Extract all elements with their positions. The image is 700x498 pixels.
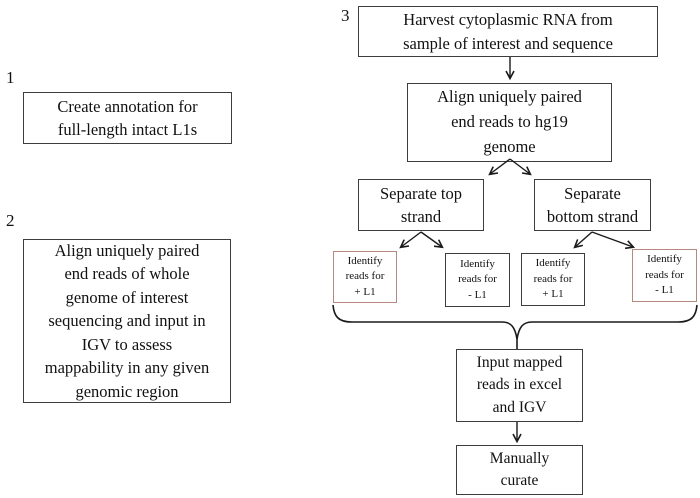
- node-input-mapped-reads: Input mapped reads in excel and IGV: [456, 349, 583, 422]
- step2-number: 2: [6, 211, 15, 230]
- node-align-whole-genome: Align uniquely paired end reads of whole…: [23, 239, 231, 403]
- step3-number: 3: [341, 6, 350, 25]
- node-separate-top-strand: Separate top strand: [358, 179, 484, 231]
- arrow-top-to-plus-l1: [401, 231, 422, 247]
- node-identify-top-minus-l1: Identify reads for - L1: [445, 253, 510, 307]
- arrow-bottom-to-minus-l1: [591, 231, 633, 247]
- underbrace: [332, 304, 698, 340]
- node-separate-bottom-strand: Separate bottom strand: [534, 179, 651, 231]
- node-harvest-rna: Harvest cytoplasmic RNA from sample of i…: [358, 6, 658, 57]
- node-identify-top-plus-l1: Identify reads for + L1: [333, 251, 397, 303]
- node-align-hg19: Align uniquely paired end reads to hg19 …: [407, 83, 612, 162]
- node-create-annotation: Create annotation for full-length intact…: [23, 92, 232, 144]
- step1-number: 1: [6, 68, 15, 87]
- node-identify-bottom-minus-l1: Identify reads for - L1: [632, 249, 697, 302]
- node-manually-curate: Manually curate: [456, 445, 583, 495]
- arrow-bottom-to-plus-l1: [575, 231, 593, 247]
- node-identify-bottom-plus-l1: Identify reads for + L1: [521, 253, 585, 306]
- arrow-top-to-minus-l1: [420, 231, 442, 247]
